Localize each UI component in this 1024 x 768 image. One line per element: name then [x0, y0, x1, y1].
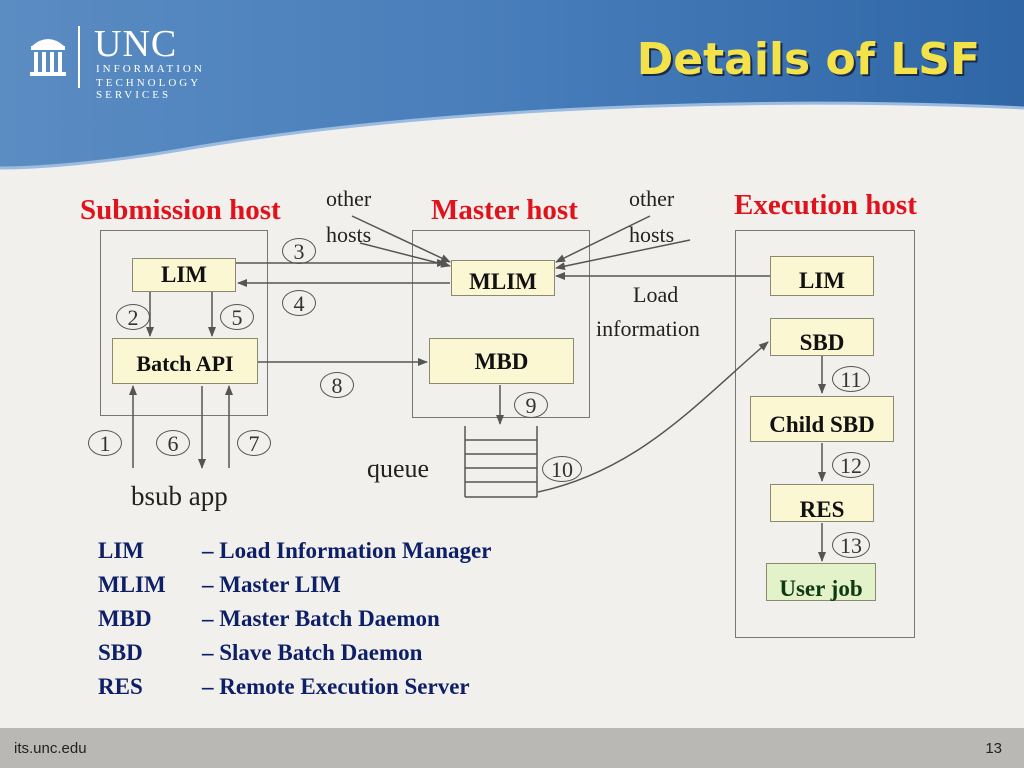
- legend-desc: – Master Batch Daemon: [202, 606, 440, 631]
- other-hosts-left-line-1: other: [326, 186, 372, 211]
- other-hosts-left-line-2: hosts: [326, 222, 372, 247]
- legend-row-mlim: MLIM – Master LIM: [98, 572, 341, 598]
- footer-page-number: 13: [985, 740, 1002, 757]
- legend-abbr: SBD: [98, 640, 143, 665]
- legend-desc: – Remote Execution Server: [202, 674, 470, 699]
- legend-abbr: LIM: [98, 538, 144, 563]
- submission-lim-box: LIM: [132, 258, 236, 292]
- logo-line-2: TECHNOLOGY SERVICES: [96, 77, 201, 101]
- step-8: 8: [320, 372, 354, 398]
- legend-desc: – Master LIM: [202, 572, 341, 597]
- step-3: 3: [282, 238, 316, 264]
- slide-title: Details of LSF: [636, 34, 980, 85]
- logo-divider: [78, 26, 80, 88]
- legend-row-res: RES – Remote Execution Server: [98, 674, 470, 700]
- load-information-line-2: information: [596, 316, 700, 341]
- res-box: RES: [770, 484, 874, 522]
- step-6: 6: [156, 430, 190, 456]
- step-4: 4: [282, 290, 316, 316]
- sbd-box: SBD: [770, 318, 874, 356]
- step-11: 11: [832, 366, 870, 392]
- step-12: 12: [832, 452, 870, 478]
- header-band: [0, 0, 1024, 170]
- old-well-icon: [30, 39, 66, 76]
- bsub-app-label: bsub app: [131, 481, 228, 511]
- legend-abbr: RES: [98, 674, 143, 699]
- legend-row-sbd: SBD – Slave Batch Daemon: [98, 640, 422, 666]
- other-hosts-right-line-2: hosts: [629, 222, 675, 247]
- master-host-frame: [412, 230, 590, 418]
- mlim-box: MLIM: [451, 260, 555, 296]
- step-5: 5: [220, 304, 254, 330]
- legend-row-lim: LIM – Load Information Manager: [98, 538, 491, 564]
- logo-name: UNC: [94, 23, 178, 65]
- master-host-label: Master host: [431, 194, 578, 226]
- step-13: 13: [832, 532, 870, 558]
- footer-bar: [0, 728, 1024, 768]
- submission-host-label: Submission host: [80, 194, 281, 226]
- user-job-box: User job: [766, 563, 876, 601]
- child-sbd-box: Child SBD: [750, 396, 894, 442]
- batch-api-box: Batch API: [112, 338, 258, 384]
- execution-lim-box: LIM: [770, 256, 874, 296]
- legend-abbr: MLIM: [98, 572, 166, 597]
- legend-abbr: MBD: [98, 606, 152, 631]
- step-10: 10: [542, 456, 582, 482]
- execution-host-label: Execution host: [734, 189, 917, 221]
- legend-desc: – Load Information Manager: [202, 538, 492, 563]
- other-hosts-right-line-1: other: [629, 186, 675, 211]
- submission-host-frame: [100, 230, 268, 416]
- step-7: 7: [237, 430, 271, 456]
- step-1: 1: [88, 430, 122, 456]
- step-9: 9: [514, 392, 548, 418]
- legend-row-mbd: MBD – Master Batch Daemon: [98, 606, 440, 632]
- footer-site: its.unc.edu: [14, 740, 87, 757]
- queue-label: queue: [367, 454, 430, 483]
- load-information-line-1: Load: [633, 282, 679, 307]
- legend-desc: – Slave Batch Daemon: [202, 640, 423, 665]
- logo-line-1: INFORMATION: [96, 63, 205, 75]
- step-2: 2: [116, 304, 150, 330]
- logo: UNC INFORMATION TECHNOLOGY SERVICES: [26, 23, 276, 101]
- mbd-box: MBD: [429, 338, 574, 384]
- queue-stack: [464, 426, 538, 498]
